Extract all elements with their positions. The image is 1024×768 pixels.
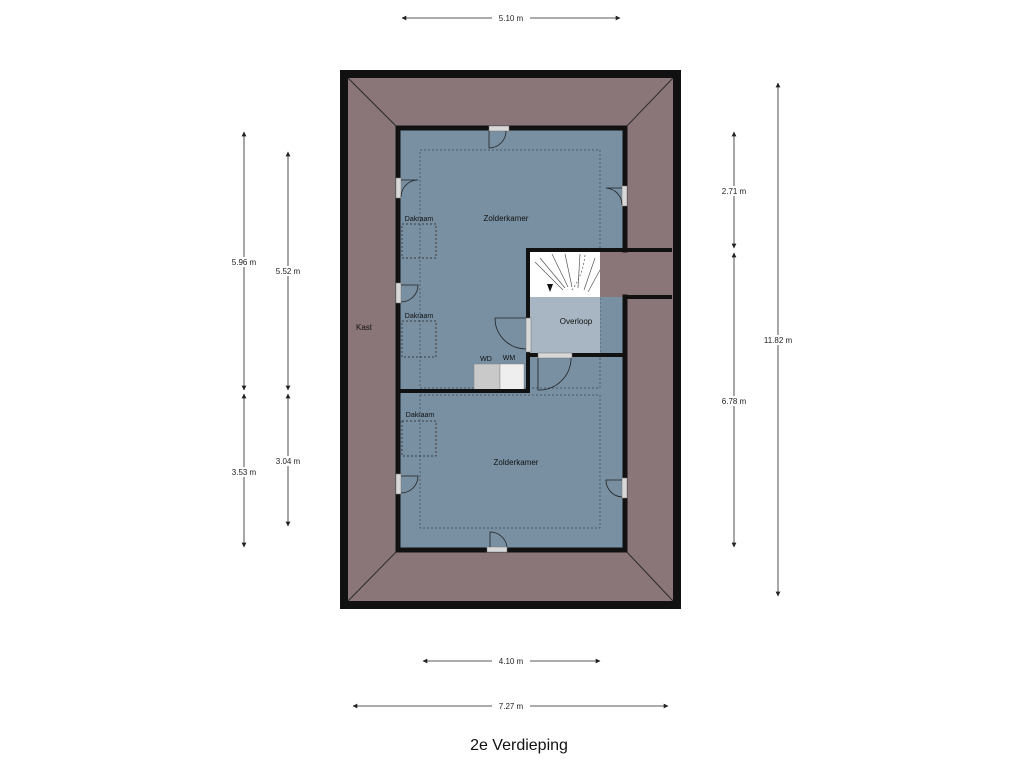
label-dakraam-2: Dakraam <box>405 313 434 320</box>
room-overloop <box>530 297 600 355</box>
label-overloop: Overloop <box>560 317 593 326</box>
label-zolderkamer-top: Zolderkamer <box>484 214 529 223</box>
label-dakraam-3: Dakraam <box>406 412 435 419</box>
dim-inner-width: 4.10 m <box>499 657 524 666</box>
dim-left-upper-outer: 5.96 m <box>232 258 257 267</box>
washer-dryer-fixtures <box>473 363 525 391</box>
dim-top-width: 5.10 m <box>499 14 524 23</box>
label-dakraam-1: Dakraam <box>405 216 434 223</box>
stairwell <box>530 252 670 297</box>
dimension-labels: 5.10 m 4.10 m 7.27 m 5.96 m 5.52 m 3.53 … <box>228 13 797 711</box>
floor-title: 2e Verdieping <box>470 737 568 754</box>
dim-total-width: 7.27 m <box>499 702 524 711</box>
label-wd: WD <box>480 356 492 363</box>
dim-left-lower-inner: 3.04 m <box>276 457 301 466</box>
door-swings <box>400 130 623 548</box>
dim-right-upper: 2.71 m <box>722 187 747 196</box>
dim-right-total: 11.82 m <box>764 336 793 345</box>
label-kast: Kast <box>356 323 373 332</box>
skylights <box>401 223 437 457</box>
walls <box>395 125 672 553</box>
room-zolderkamer-bottom <box>398 391 625 550</box>
windows <box>395 125 628 553</box>
dim-right-lower: 6.78 m <box>722 397 747 406</box>
label-wm: WM <box>503 355 516 362</box>
dim-left-lower-outer: 3.53 m <box>232 468 257 477</box>
label-zolderkamer-bottom: Zolderkamer <box>494 458 539 467</box>
dim-left-upper-inner: 5.52 m <box>276 267 301 276</box>
